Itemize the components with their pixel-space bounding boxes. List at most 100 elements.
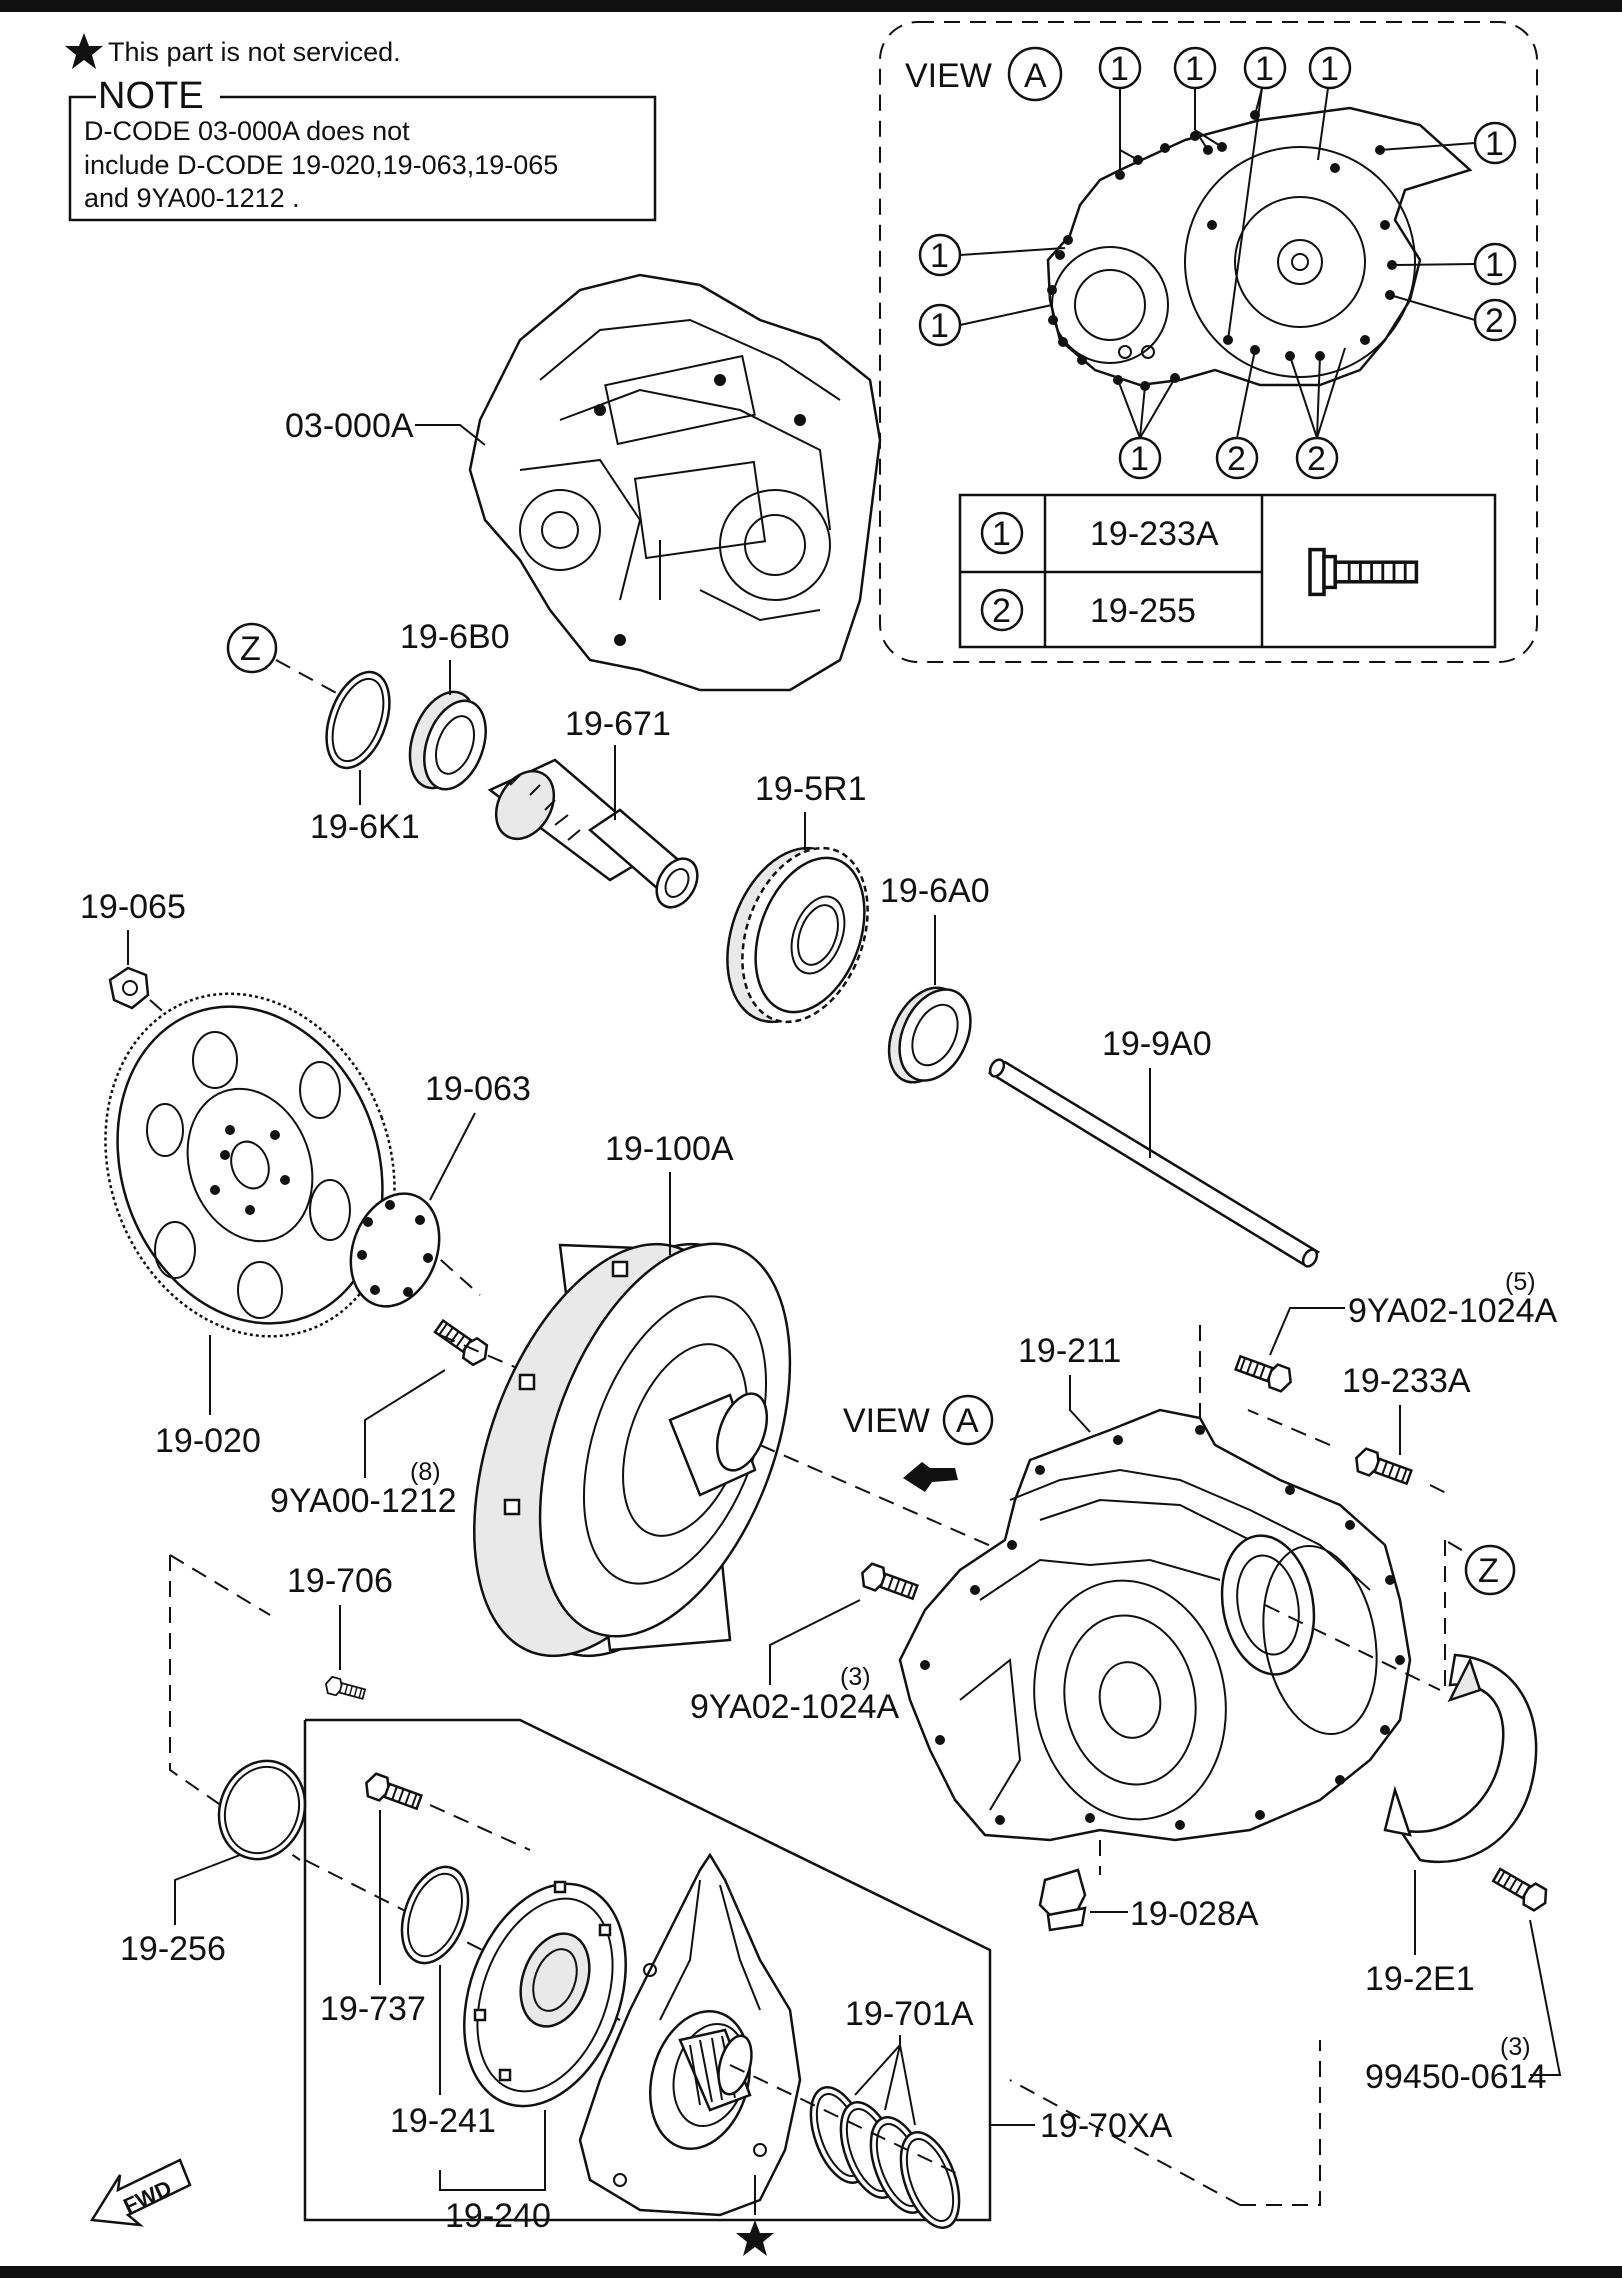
label-19-100A: 19-100A xyxy=(605,1130,734,1168)
torque-converter-19-100A xyxy=(473,1242,792,1658)
svg-text:1: 1 xyxy=(1185,50,1204,88)
callout-1-d: 1 xyxy=(1308,46,1352,161)
label-9YA02-1024A-lower: 9YA02-1024A xyxy=(690,1688,900,1726)
bolt-9YA02-1024A-lower xyxy=(857,1560,921,1605)
callout-1-a: 1 xyxy=(1098,46,1142,175)
label-19-737: 19-737 xyxy=(320,1990,426,2028)
label-19-671: 19-671 xyxy=(565,705,671,743)
bolt-99450-0614 xyxy=(1489,1863,1553,1915)
svg-text:1: 1 xyxy=(1130,440,1149,478)
view-a-title: VIEW xyxy=(905,57,992,95)
svg-text:1: 1 xyxy=(1110,50,1129,88)
oil-seal-19-6A0 xyxy=(887,986,972,1084)
bolt-19-706 xyxy=(322,1674,367,1704)
transaxle-case-19-211 xyxy=(898,1408,1412,1842)
note-line-3: and 9YA00-1212 . xyxy=(84,183,300,213)
view-a-housing-outline xyxy=(1046,106,1473,387)
label-99450-0614: 99450-0614 xyxy=(1365,2058,1547,2096)
bolt-9YA00-1212 xyxy=(430,1315,494,1370)
z-marker-top-letter: Z xyxy=(240,630,261,668)
dust-cover-19-2E1 xyxy=(1383,1653,1538,1864)
callout-1-b: 1 xyxy=(1173,46,1223,151)
label-19-6A0: 19-6A0 xyxy=(880,872,990,910)
label-19-063: 19-063 xyxy=(425,1070,531,1108)
label-19-020: 19-020 xyxy=(155,1422,261,1460)
note-line-2: include D-CODE 19-020,19-063,19-065 xyxy=(84,150,558,180)
label-19-6K1: 19-6K1 xyxy=(310,808,420,846)
svg-text:1: 1 xyxy=(1255,50,1274,88)
label-19-256: 19-256 xyxy=(120,1930,226,1968)
svg-text:1: 1 xyxy=(930,237,949,275)
label-19-211: 19-211 xyxy=(1018,1332,1121,1370)
bottom-frame-bar xyxy=(0,2266,1622,2278)
bolt-19-737 xyxy=(361,1770,425,1815)
not-serviced-legend: This part is not serviced. xyxy=(65,33,401,69)
svg-text:2: 2 xyxy=(1227,440,1246,478)
label-99450-0614-qty: (3) xyxy=(1500,2033,1531,2061)
not-serviced-star-icon xyxy=(736,2220,774,2256)
label-19-065: 19-065 xyxy=(80,888,186,926)
label-19-5R1: 19-5R1 xyxy=(755,770,867,808)
callout-2-c: 2 xyxy=(1289,347,1346,480)
label-19-241: 19-241 xyxy=(390,2102,496,2140)
label-03-000A: 03-000A xyxy=(285,407,414,445)
note-box: NOTE D-CODE 03-000A does not include D-C… xyxy=(68,75,657,222)
pump-plate-19-240 xyxy=(463,1880,627,2108)
callout-1-c: 1 xyxy=(1227,46,1287,341)
svg-text:1: 1 xyxy=(1485,246,1504,284)
svg-text:2: 2 xyxy=(1307,440,1326,478)
idler-shaft-19-671 xyxy=(487,758,699,909)
view-a-callouts: 1 1 1 1 xyxy=(918,46,1517,480)
nut-19-065 xyxy=(108,966,150,1010)
callout-2-a: 2 xyxy=(1389,294,1517,342)
idler-gear-19-5R1 xyxy=(726,846,869,1024)
bolt-19-233A xyxy=(1351,1445,1415,1490)
label-19-9A0: 19-9A0 xyxy=(1102,1025,1212,1063)
label-19-240: 19-240 xyxy=(445,2197,551,2235)
bolt-9YA02-1024A-top xyxy=(1232,1350,1296,1395)
legend-key-1: 1 xyxy=(992,515,1011,553)
oil-pump-assembly-box xyxy=(303,1718,992,2222)
snap-ring-19-6K1 xyxy=(325,670,391,770)
svg-text:1: 1 xyxy=(930,307,949,345)
view-a-arrow-letter: A xyxy=(956,1402,979,1440)
legend-code-2: 19-255 xyxy=(1090,592,1196,630)
label-19-028A: 19-028A xyxy=(1130,1895,1259,1933)
callout-2-b: 2 xyxy=(1215,349,1259,480)
label-9YA02-1024A-top-qty: (5) xyxy=(1505,1268,1536,1296)
label-9YA02-1024A-lower-qty: (3) xyxy=(840,1663,871,1691)
callout-1-h: 1 xyxy=(1391,242,1517,286)
view-a-legend-table: 1 19-233A 2 19-255 xyxy=(958,493,1497,649)
star-icon xyxy=(65,33,103,69)
top-frame-bar xyxy=(0,0,1622,12)
note-line-1: D-CODE 03-000A does not xyxy=(84,116,410,146)
view-a-title-letter: A xyxy=(1024,57,1047,95)
label-19-233A: 19-233A xyxy=(1342,1362,1471,1400)
label-9YA00-1212-qty: (8) xyxy=(410,1458,441,1486)
view-a-arrow-label: VIEW xyxy=(843,1402,930,1440)
view-a-inset: VIEW A 1 xyxy=(879,21,1538,663)
drain-plug-19-028A xyxy=(1038,1868,1087,1932)
note-title: NOTE xyxy=(98,75,204,117)
callout-1-i: 1 xyxy=(1117,377,1176,480)
label-9YA02-1024A-top: 9YA02-1024A xyxy=(1348,1292,1558,1330)
adapter-plate-19-063 xyxy=(349,1192,441,1308)
label-19-6B0: 19-6B0 xyxy=(400,618,510,656)
label-19-2E1: 19-2E1 xyxy=(1365,1960,1475,1998)
svg-text:2: 2 xyxy=(1485,302,1504,340)
not-serviced-text: This part is not serviced. xyxy=(108,37,401,67)
z-marker-top xyxy=(226,622,278,674)
callout-1-e: 1 xyxy=(1379,121,1517,165)
shaft-19-9A0 xyxy=(987,1058,1321,1268)
seal-ring-19-241 xyxy=(400,1865,470,1965)
transaxle-assembly-03-000A xyxy=(468,273,882,692)
o-ring-19-256 xyxy=(217,1759,307,1861)
svg-text:1: 1 xyxy=(1485,125,1504,163)
label-19-70XA: 19-70XA xyxy=(1040,2107,1173,2145)
legend-key-2: 2 xyxy=(992,592,1011,630)
callout-1-g: 1 xyxy=(918,303,1053,347)
oil-pump-body xyxy=(578,1852,802,2217)
label-19-706: 19-706 xyxy=(287,1562,393,1600)
view-direction-arrow-icon xyxy=(903,1462,958,1492)
view-a-frame xyxy=(879,21,1538,663)
